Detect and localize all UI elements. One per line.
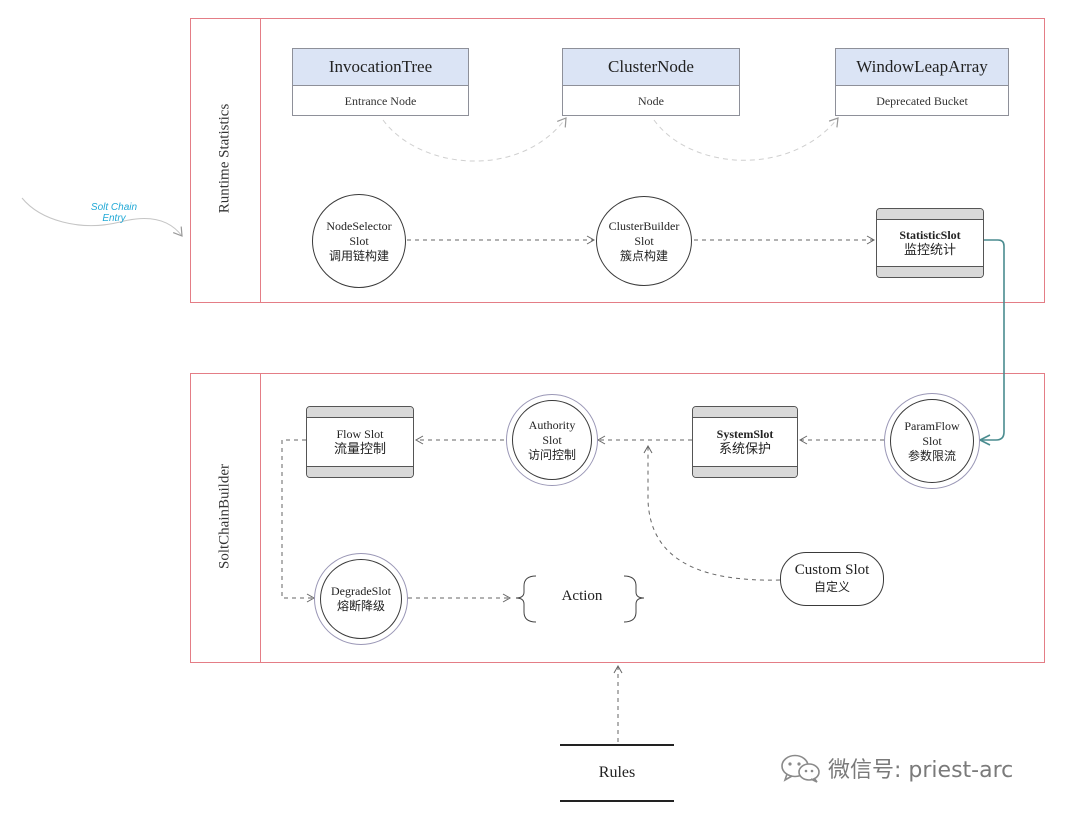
authority-slot[interactable]: Authority Slot 访问控制 bbox=[506, 394, 598, 486]
invocation-tree-subtitle: Entrance Node bbox=[344, 94, 417, 108]
statistic-slot-line2: 监控统计 bbox=[903, 243, 956, 258]
system-slot-bottom-band bbox=[693, 466, 797, 477]
cluster-builder-line2: Slot bbox=[634, 233, 654, 248]
flow-slot-line1: Flow Slot bbox=[336, 427, 384, 441]
lane-title-builder: SoltChainBuilder bbox=[216, 464, 233, 569]
degrade-slot-inner-ring bbox=[320, 559, 402, 639]
action-left-brace bbox=[515, 575, 537, 623]
flow-to-degrade-arrow bbox=[281, 439, 316, 603]
system-slot-line1: SystemSlot bbox=[716, 427, 774, 441]
authority-slot-line1: Authority bbox=[528, 417, 576, 432]
window-leap-array-subtitle: Deprecated Bucket bbox=[876, 94, 968, 108]
statistic-slot-top-band bbox=[877, 209, 983, 220]
system-slot-line2: 系统保护 bbox=[718, 442, 771, 457]
statistic-slot[interactable]: StatisticSlot 监控统计 bbox=[876, 208, 984, 278]
system-slot[interactable]: SystemSlot 系统保护 bbox=[692, 406, 798, 478]
entry-label-line1: Solt Chain bbox=[90, 202, 138, 213]
cluster-node-subtitle: Node bbox=[638, 94, 664, 108]
window-leap-array-box[interactable]: WindowLeapArray Deprecated Bucket bbox=[835, 48, 1009, 116]
invocation-tree-box[interactable]: InvocationTree Entrance Node bbox=[292, 48, 469, 116]
system-slot-top-band bbox=[693, 407, 797, 418]
param-flow-slot[interactable]: ParamFlow Slot 参数限流 bbox=[884, 393, 980, 489]
cluster-to-window-curve bbox=[653, 117, 839, 161]
statistic-slot-bottom-band bbox=[877, 266, 983, 277]
wechat-watermark: 微信号: priest-arc bbox=[780, 752, 1013, 784]
action-right-brace bbox=[623, 575, 645, 623]
lane-runtime-frame bbox=[190, 18, 1045, 303]
rules-label: Rules bbox=[598, 764, 636, 781]
param-flow-slot-line1: ParamFlow bbox=[904, 418, 960, 433]
flow-slot-bottom-band bbox=[307, 466, 413, 477]
param-flow-slot-line2: Slot bbox=[922, 433, 942, 448]
param-flow-slot-inner-ring bbox=[890, 399, 974, 483]
degrade-slot[interactable]: DegradeSlot 熔断降级 bbox=[314, 553, 408, 645]
entry-label-line2: Entry bbox=[102, 213, 126, 224]
custom-slot[interactable]: Custom Slot 自定义 bbox=[780, 552, 884, 606]
cluster-builder-line3: 簇点构建 bbox=[619, 248, 668, 263]
authority-slot-line2: Slot bbox=[542, 432, 562, 447]
degrade-slot-line1: DegradeSlot bbox=[331, 584, 391, 598]
invocation-tree-title: InvocationTree bbox=[293, 49, 468, 86]
cluster-node-box[interactable]: ClusterNode Node bbox=[562, 48, 740, 116]
node-selector-slot[interactable]: NodeSelector Slot 调用链构建 bbox=[312, 194, 406, 288]
param-flow-slot-line3: 参数限流 bbox=[907, 448, 956, 463]
window-leap-array-title: WindowLeapArray bbox=[836, 49, 1008, 86]
authority-slot-line3: 访问控制 bbox=[527, 447, 576, 462]
watermark-text: 微信号: priest-arc bbox=[828, 758, 1014, 783]
cluster-builder-line1: ClusterBuilder bbox=[608, 218, 680, 233]
node-selector-line3: 调用链构建 bbox=[328, 248, 389, 263]
custom-slot-line2: 自定义 bbox=[813, 580, 850, 594]
lane-title-runtime: Runtime Statistics bbox=[216, 103, 233, 214]
cluster-builder-slot[interactable]: ClusterBuilder Slot 簇点构建 bbox=[596, 196, 692, 286]
degrade-slot-line2: 熔断降级 bbox=[336, 599, 385, 613]
entry-label: Solt Chain Entry bbox=[84, 202, 144, 224]
tree-to-cluster-curve bbox=[382, 117, 567, 162]
flow-slot-line2: 流量控制 bbox=[333, 442, 386, 457]
statistic-slot-line1: StatisticSlot bbox=[899, 228, 961, 242]
lane-builder-frame bbox=[190, 373, 1045, 663]
action-label: Action bbox=[561, 588, 603, 604]
flow-slot-top-band bbox=[307, 407, 413, 418]
node-selector-line2: Slot bbox=[349, 233, 369, 248]
statistic-to-paramflow-connector bbox=[978, 239, 1005, 446]
flow-slot[interactable]: Flow Slot 流量控制 bbox=[306, 406, 414, 478]
authority-slot-inner-ring bbox=[512, 400, 592, 480]
cluster-node-title: ClusterNode bbox=[563, 49, 739, 86]
wechat-icon bbox=[781, 754, 820, 783]
entry-arrow bbox=[21, 197, 183, 237]
rules-store[interactable]: Rules bbox=[560, 744, 674, 802]
node-selector-line1: NodeSelector bbox=[326, 218, 392, 233]
custom-slot-line1: Custom Slot bbox=[794, 562, 870, 578]
